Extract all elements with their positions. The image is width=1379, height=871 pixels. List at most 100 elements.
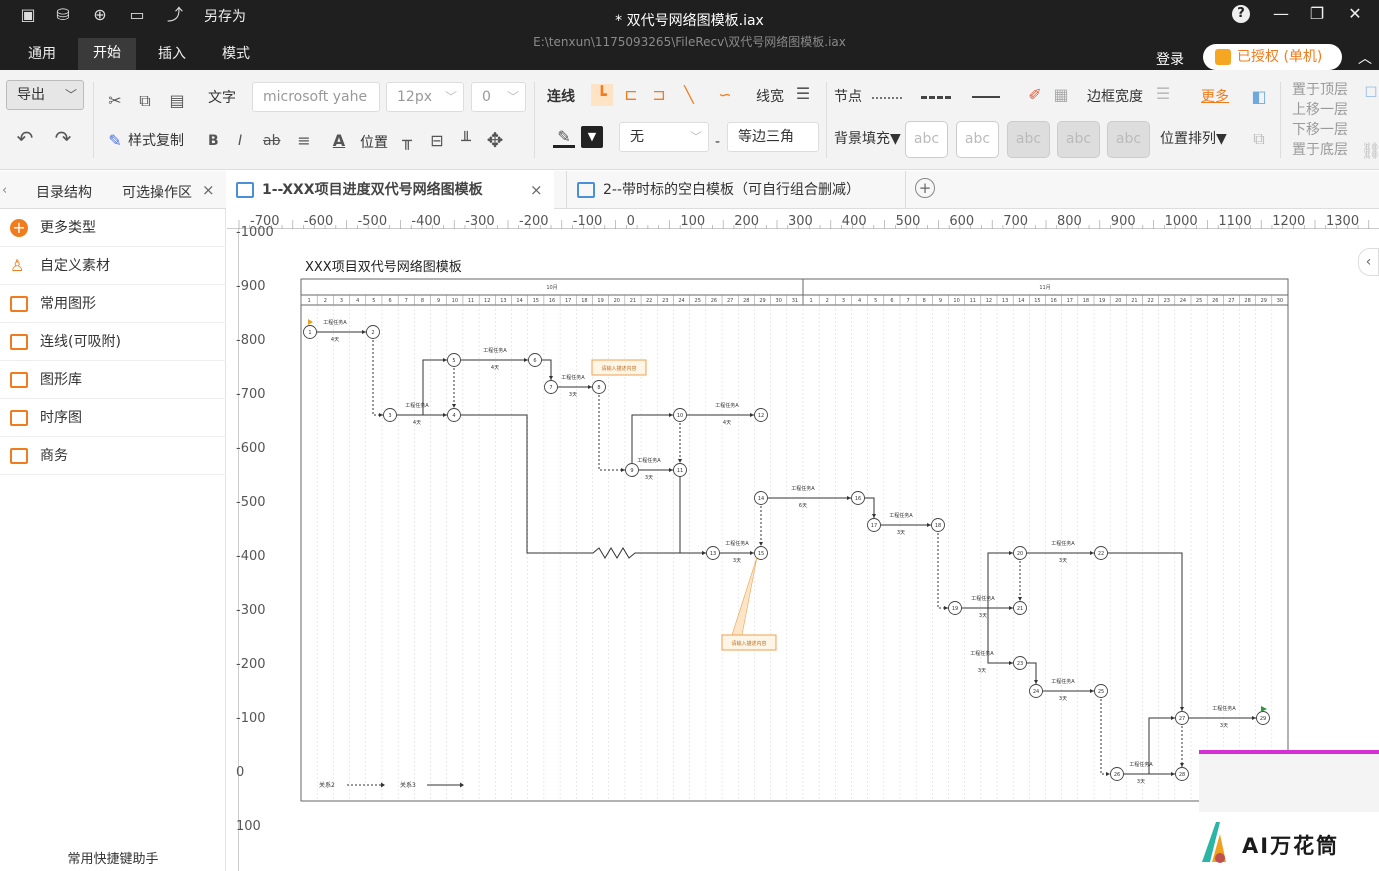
menu-tab-mode[interactable]: 模式	[222, 46, 250, 62]
border-color-icon[interactable]: ✐	[1028, 85, 1042, 104]
format-brush-icon[interactable]: ✎	[108, 131, 122, 150]
new-file-icon[interactable]: ⊕	[93, 5, 107, 24]
align-center-icon[interactable]: ⊟	[430, 131, 444, 150]
close-icon[interactable]: ×	[202, 181, 215, 199]
style-swatch-4[interactable]: abc	[1057, 121, 1100, 158]
font-color-icon[interactable]: A	[332, 131, 346, 150]
shortcut-helper-link[interactable]: 常用快捷键助手	[67, 852, 159, 867]
pen-color-icon[interactable]: ✎	[553, 126, 575, 148]
network-node	[1094, 546, 1108, 560]
arrange-dropdown[interactable]: 位置排列▼	[1160, 131, 1227, 147]
link-icon[interactable]: ⛓	[1360, 141, 1379, 160]
arrow-line	[1101, 552, 1183, 718]
sidebar-item-more-types[interactable]: +更多类型	[0, 209, 226, 247]
arrow-shape-dropdown[interactable]: 等边三角	[727, 122, 819, 152]
tab-optional-area[interactable]: 可选操作区	[122, 185, 192, 201]
line-elbow-icon[interactable]: ┗	[591, 84, 613, 106]
add-tab-icon[interactable]: +	[915, 178, 935, 198]
chevron-left-icon[interactable]: ‹	[1358, 248, 1379, 276]
sidebar-item-sequence[interactable]: 时序图	[0, 399, 226, 437]
font-size-dropdown[interactable]: 12px﹀	[386, 82, 464, 112]
color-dropdown-icon[interactable]: ▼	[581, 126, 603, 148]
spacing-dropdown[interactable]: 0﹀	[471, 82, 526, 112]
position-label[interactable]: 位置	[360, 135, 388, 151]
sidebar-item-shape-library[interactable]: 图形库	[0, 361, 226, 399]
chevron-down-icon: ﹀	[444, 90, 457, 104]
note-box[interactable]	[721, 634, 777, 651]
undo-icon[interactable]: ↶	[16, 126, 34, 150]
menu-tab-general[interactable]: 通用	[28, 46, 56, 62]
day-label: 20	[1115, 298, 1121, 304]
close-icon[interactable]: ✕	[1348, 4, 1362, 23]
style-swatch-2[interactable]: abc	[956, 121, 999, 158]
format-copy-button[interactable]: 样式复制	[128, 133, 184, 149]
line-style-dropdown[interactable]: 无﹀	[619, 122, 709, 152]
sidebar-item-connectors[interactable]: 连线(可吸附)	[0, 323, 226, 361]
menu-tab-start[interactable]: 开始	[78, 38, 136, 70]
chevron-left-icon[interactable]: ‹	[2, 183, 8, 198]
copy-icon[interactable]: ⧉	[139, 91, 151, 110]
ruler-label: 0	[236, 765, 244, 780]
save-icon[interactable]: ▣	[20, 5, 36, 24]
dashed-line-option[interactable]	[921, 96, 951, 99]
more-link[interactable]: 更多	[1201, 89, 1229, 105]
tab-doc2[interactable]: 2--带时标的空白模板（可自行组合删减）	[566, 171, 906, 209]
bold-button[interactable]: B	[208, 133, 219, 149]
note-box[interactable]	[591, 359, 647, 376]
line-straight-icon[interactable]: ╲	[684, 85, 694, 104]
italic-button[interactable]: I	[238, 133, 243, 149]
sidebar-item-common-shapes[interactable]: 常用图形	[0, 285, 226, 323]
export-icon[interactable]: ⤴	[166, 5, 183, 24]
font-family-input[interactable]: microsoft yahe	[252, 82, 380, 112]
sidebar-item-custom[interactable]: ♙自定义素材	[0, 247, 226, 285]
layer-blue-icon[interactable]: ◻	[1364, 81, 1378, 100]
authorized-badge[interactable]: 已授权 (单机)	[1203, 44, 1342, 70]
bring-to-front-button[interactable]: 置于顶层	[1292, 82, 1348, 98]
database-icon[interactable]: ⛁	[56, 5, 70, 24]
layer-icon[interactable]: ◧	[1251, 87, 1267, 106]
linewidth-icon[interactable]: ☰	[795, 84, 811, 103]
close-icon[interactable]: ×	[530, 181, 543, 199]
send-backward-button[interactable]: 下移一层	[1292, 122, 1348, 138]
line-bezier-icon[interactable]: ∽	[718, 85, 732, 104]
tab-doc1[interactable]: 1--XXX项目进度双代号网络图模板	[226, 171, 554, 209]
line-curve-icon[interactable]: ⊐	[652, 85, 666, 104]
line-step-icon[interactable]: ⊏	[624, 85, 638, 104]
transparency-icon[interactable]: ▦	[1053, 85, 1069, 104]
sidebar-item-business[interactable]: 商务	[0, 437, 226, 475]
paste-icon[interactable]: ▤	[169, 91, 185, 110]
send-to-back-button[interactable]: 置于底层	[1292, 142, 1348, 158]
ruler-label: -200	[236, 657, 266, 672]
solid-line-option[interactable]	[972, 96, 1000, 98]
menu-tab-insert[interactable]: 插入	[158, 46, 186, 62]
group-icon[interactable]: ⧉	[1253, 129, 1265, 148]
document-title: * 双代号网络图模板.iax	[615, 13, 764, 29]
login-button[interactable]: 登录	[1156, 52, 1184, 68]
strikethrough-button[interactable]: ab	[263, 133, 281, 149]
network-node	[948, 601, 962, 615]
dotted-line-option[interactable]	[872, 97, 902, 99]
bg-fill-dropdown[interactable]: 背景填充▼	[834, 131, 901, 147]
minimap[interactable]	[1199, 750, 1379, 812]
cut-icon[interactable]: ✂	[108, 91, 122, 110]
style-swatch-3[interactable]: abc	[1007, 121, 1050, 158]
tab-catalog[interactable]: 目录结构	[36, 185, 92, 201]
style-swatch-5[interactable]: abc	[1107, 121, 1150, 158]
export-dropdown[interactable]: 导出﹀	[6, 80, 84, 110]
bring-forward-button[interactable]: 上移一层	[1292, 102, 1348, 118]
restore-icon[interactable]: ❐	[1309, 4, 1325, 23]
style-swatch-1[interactable]: abc	[905, 121, 948, 158]
help-icon[interactable]: ?	[1232, 5, 1250, 23]
minimize-icon[interactable]: —	[1273, 4, 1289, 23]
open-folder-icon[interactable]: ▭	[129, 5, 145, 24]
align-top-icon[interactable]: ╥	[402, 131, 412, 150]
move-icon[interactable]: ✥	[486, 128, 504, 152]
align-bottom-icon[interactable]: ╨	[461, 131, 471, 150]
align-icon[interactable]: ≡	[297, 131, 311, 150]
chevron-up-icon[interactable]: ︿	[1358, 51, 1372, 67]
redo-icon[interactable]: ↷	[54, 126, 72, 150]
border-width-icon[interactable]: ☰	[1155, 84, 1171, 103]
save-as-button[interactable]: 另存为	[204, 9, 246, 25]
